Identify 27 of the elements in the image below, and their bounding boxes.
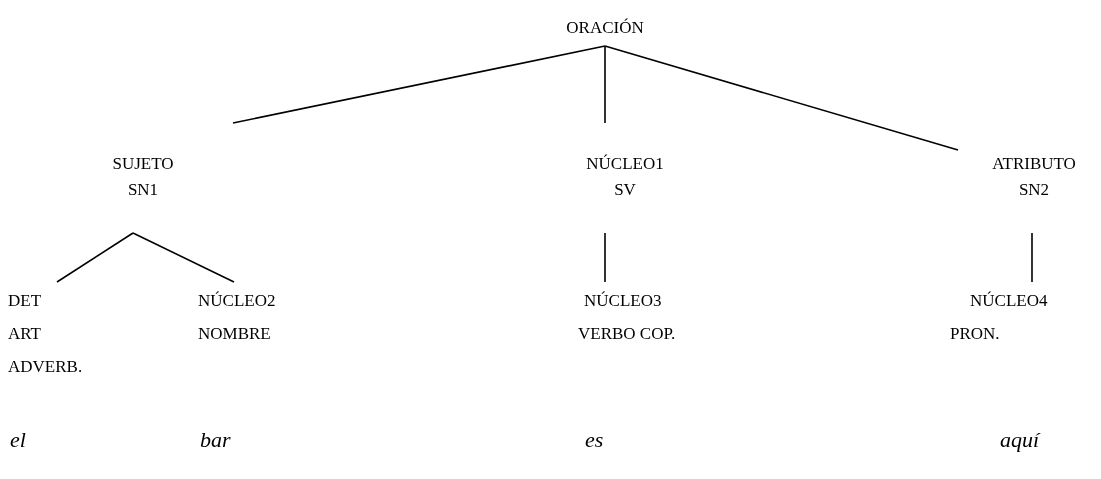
tree-branch-line [132,232,235,283]
node-label: NÚCLEO3 [583,290,662,312]
tree-branch-line [56,232,134,283]
sentence-word: bar [200,427,231,453]
node-sublabel: PRON. [950,323,1000,345]
node-sublabel: SV [614,179,636,201]
node-label: NÚCLEO2 [198,290,276,312]
tree-branch-line [1031,232,1033,283]
node-label: ATRIBUTO [991,153,1077,175]
node-sublabel: NOMBRE [198,323,271,345]
node-label: NÚCLEO1 [586,153,664,175]
tree-branch-line [232,45,606,124]
node-sublabel: ART [8,323,41,345]
node-sublabel: VERBO COP. [578,323,676,345]
sentence-word: el [10,427,26,453]
tree-branch-line [604,45,959,151]
node-label: SUJETO [111,153,175,175]
node-sublabel: SN1 [126,179,160,201]
node-label: ORACIÓN [566,17,644,39]
node-sublabel: ADVERB. [8,356,83,378]
node-label: DET [8,290,42,312]
sentence-word: aquí [1000,427,1040,453]
sentence-word: es [585,427,604,453]
tree-branch-line [604,45,606,124]
node-label: NÚCLEO4 [969,290,1048,312]
tree-branch-line [604,232,606,283]
node-sublabel: SN2 [1017,179,1051,201]
